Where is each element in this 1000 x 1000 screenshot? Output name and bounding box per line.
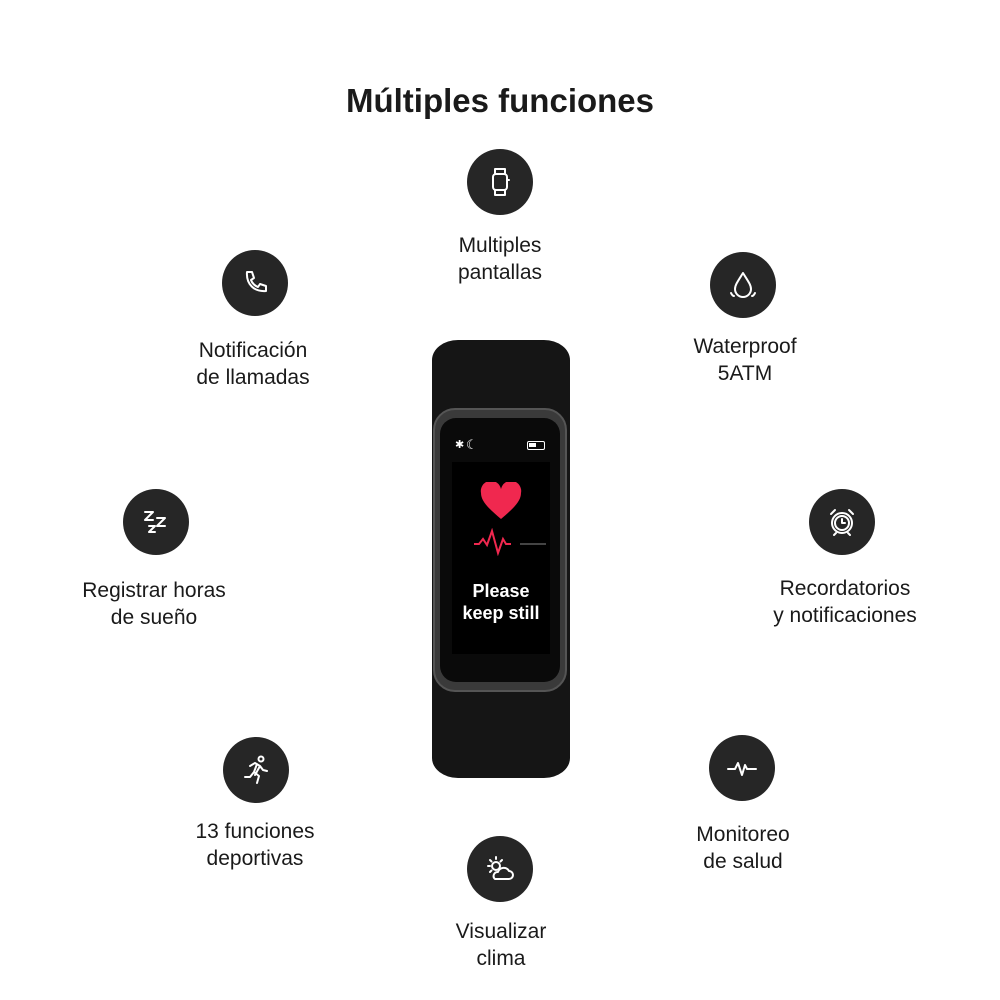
running-icon (223, 737, 289, 803)
heart-rate-line-icon (474, 528, 546, 556)
bluetooth-icon: ✱ (455, 439, 465, 451)
heartbeat-icon (709, 735, 775, 801)
weather-icon (467, 836, 533, 902)
page-title: Múltiples funciones (345, 82, 655, 119)
alarm-clock-icon (809, 489, 875, 555)
moon-icon: ☾ (466, 437, 478, 452)
phone-icon (222, 250, 288, 316)
watch-status-bar: ✱ ☾ (455, 437, 547, 454)
sleep-zzz-icon (123, 489, 189, 555)
heart-icon (480, 482, 522, 519)
battery-icon (527, 441, 545, 450)
smartwatch-icon (467, 149, 533, 215)
water-drop-icon (710, 252, 776, 318)
